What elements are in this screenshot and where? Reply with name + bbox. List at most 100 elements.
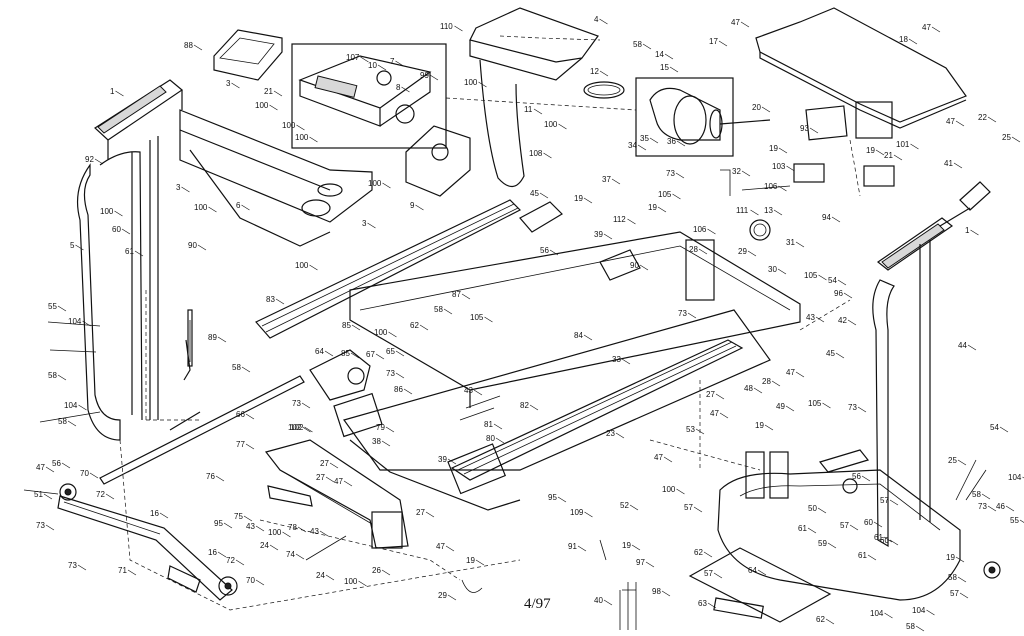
leader-line bbox=[707, 228, 716, 235]
part-number-63: 63 bbox=[698, 599, 707, 608]
leader-line bbox=[825, 618, 835, 625]
leader-line bbox=[539, 192, 549, 199]
leader-line bbox=[693, 506, 703, 513]
part-number-84: 84 bbox=[574, 331, 583, 340]
part-number-47: 47 bbox=[334, 477, 343, 486]
part-number-100: 100 bbox=[344, 577, 358, 586]
part-number-58: 58 bbox=[906, 622, 915, 631]
leader-line bbox=[809, 127, 819, 134]
part-number-64: 64 bbox=[748, 566, 757, 575]
part-number-58: 58 bbox=[58, 417, 67, 426]
part-number-34: 34 bbox=[628, 141, 637, 150]
leader-line bbox=[324, 350, 334, 357]
leader-line bbox=[753, 387, 763, 394]
leader-line bbox=[987, 116, 997, 123]
part-number-104: 104 bbox=[68, 317, 82, 326]
leader-line bbox=[583, 197, 593, 204]
part-number-51: 51 bbox=[34, 490, 43, 499]
leader-line bbox=[360, 56, 369, 63]
leader-line bbox=[325, 476, 335, 483]
leader-line bbox=[493, 423, 503, 430]
leader-line bbox=[208, 206, 217, 213]
leader-line bbox=[615, 432, 625, 439]
leader-line bbox=[637, 144, 647, 151]
leader-line bbox=[908, 38, 918, 45]
part-number-58: 58 bbox=[972, 490, 981, 499]
leader-line bbox=[740, 21, 750, 28]
part-number-57: 57 bbox=[684, 503, 693, 512]
part-number-104: 104 bbox=[912, 606, 926, 615]
leader-line bbox=[970, 229, 979, 236]
leader-line bbox=[747, 250, 757, 257]
part-number-49: 49 bbox=[776, 402, 785, 411]
leader-line bbox=[837, 279, 847, 286]
leader-line bbox=[672, 193, 681, 200]
part-number-99: 99 bbox=[420, 71, 429, 80]
part-number-38: 38 bbox=[372, 437, 381, 446]
leader-line bbox=[649, 137, 659, 144]
part-number-40: 40 bbox=[594, 596, 603, 605]
part-number-21: 21 bbox=[264, 87, 273, 96]
part-number-50: 50 bbox=[808, 504, 817, 513]
part-number-19: 19 bbox=[574, 194, 583, 203]
leader-line bbox=[245, 443, 255, 450]
leader-line bbox=[645, 561, 655, 568]
part-number-104: 104 bbox=[870, 609, 884, 618]
part-number-46: 46 bbox=[996, 502, 1005, 511]
part-number-41: 41 bbox=[944, 159, 953, 168]
right-upright bbox=[872, 181, 991, 548]
part-number-42: 42 bbox=[838, 316, 847, 325]
leader-line bbox=[77, 564, 87, 571]
leader-line bbox=[115, 90, 124, 97]
leader-line bbox=[773, 209, 783, 216]
leader-line bbox=[778, 147, 788, 154]
leader-line bbox=[121, 228, 131, 235]
part-number-44: 44 bbox=[958, 341, 967, 350]
part-number-109: 109 bbox=[570, 508, 584, 517]
leader-line bbox=[910, 143, 919, 150]
leader-line bbox=[873, 521, 883, 528]
leader-line bbox=[358, 580, 367, 587]
leader-line bbox=[893, 154, 903, 161]
part-number-45: 45 bbox=[530, 189, 539, 198]
part-number-29: 29 bbox=[438, 591, 447, 600]
leader-line bbox=[843, 292, 853, 299]
part-number-43: 43 bbox=[310, 527, 319, 536]
leader-line bbox=[999, 426, 1009, 433]
part-number-81: 81 bbox=[484, 420, 493, 429]
leader-line bbox=[664, 53, 674, 60]
part-number-103: 103 bbox=[772, 162, 786, 171]
leader-line bbox=[419, 324, 429, 331]
leader-line bbox=[661, 590, 671, 597]
leader-line bbox=[181, 186, 190, 193]
leader-line bbox=[45, 466, 55, 473]
part-number-90: 90 bbox=[630, 261, 639, 270]
leader-line bbox=[269, 104, 278, 111]
leader-line bbox=[957, 576, 967, 583]
leader-line bbox=[302, 426, 311, 433]
leader-line bbox=[599, 18, 608, 25]
part-number-110: 110 bbox=[440, 22, 453, 31]
part-number-16: 16 bbox=[150, 509, 159, 518]
leader-line bbox=[415, 204, 424, 211]
part-number-104: 104 bbox=[64, 401, 78, 410]
leader-line bbox=[715, 393, 725, 400]
leader-line bbox=[707, 602, 717, 609]
leader-line bbox=[750, 209, 759, 216]
part-number-47: 47 bbox=[654, 453, 663, 462]
part-number-100: 100 bbox=[268, 528, 282, 537]
leader-line bbox=[243, 515, 253, 522]
part-number-62: 62 bbox=[694, 548, 703, 557]
leader-line bbox=[217, 336, 227, 343]
date-mark: 4/97 bbox=[524, 596, 551, 612]
part-labels: 1925551045810458883100100100610031001009… bbox=[34, 15, 1022, 631]
part-number-96: 96 bbox=[834, 289, 843, 298]
leader-line bbox=[558, 123, 567, 130]
leader-line bbox=[309, 264, 318, 271]
part-number-28: 28 bbox=[689, 245, 698, 254]
part-number-91: 91 bbox=[568, 542, 577, 551]
part-number-107: 107 bbox=[346, 53, 360, 62]
part-number-80: 80 bbox=[486, 434, 495, 443]
leader-line bbox=[57, 374, 67, 381]
